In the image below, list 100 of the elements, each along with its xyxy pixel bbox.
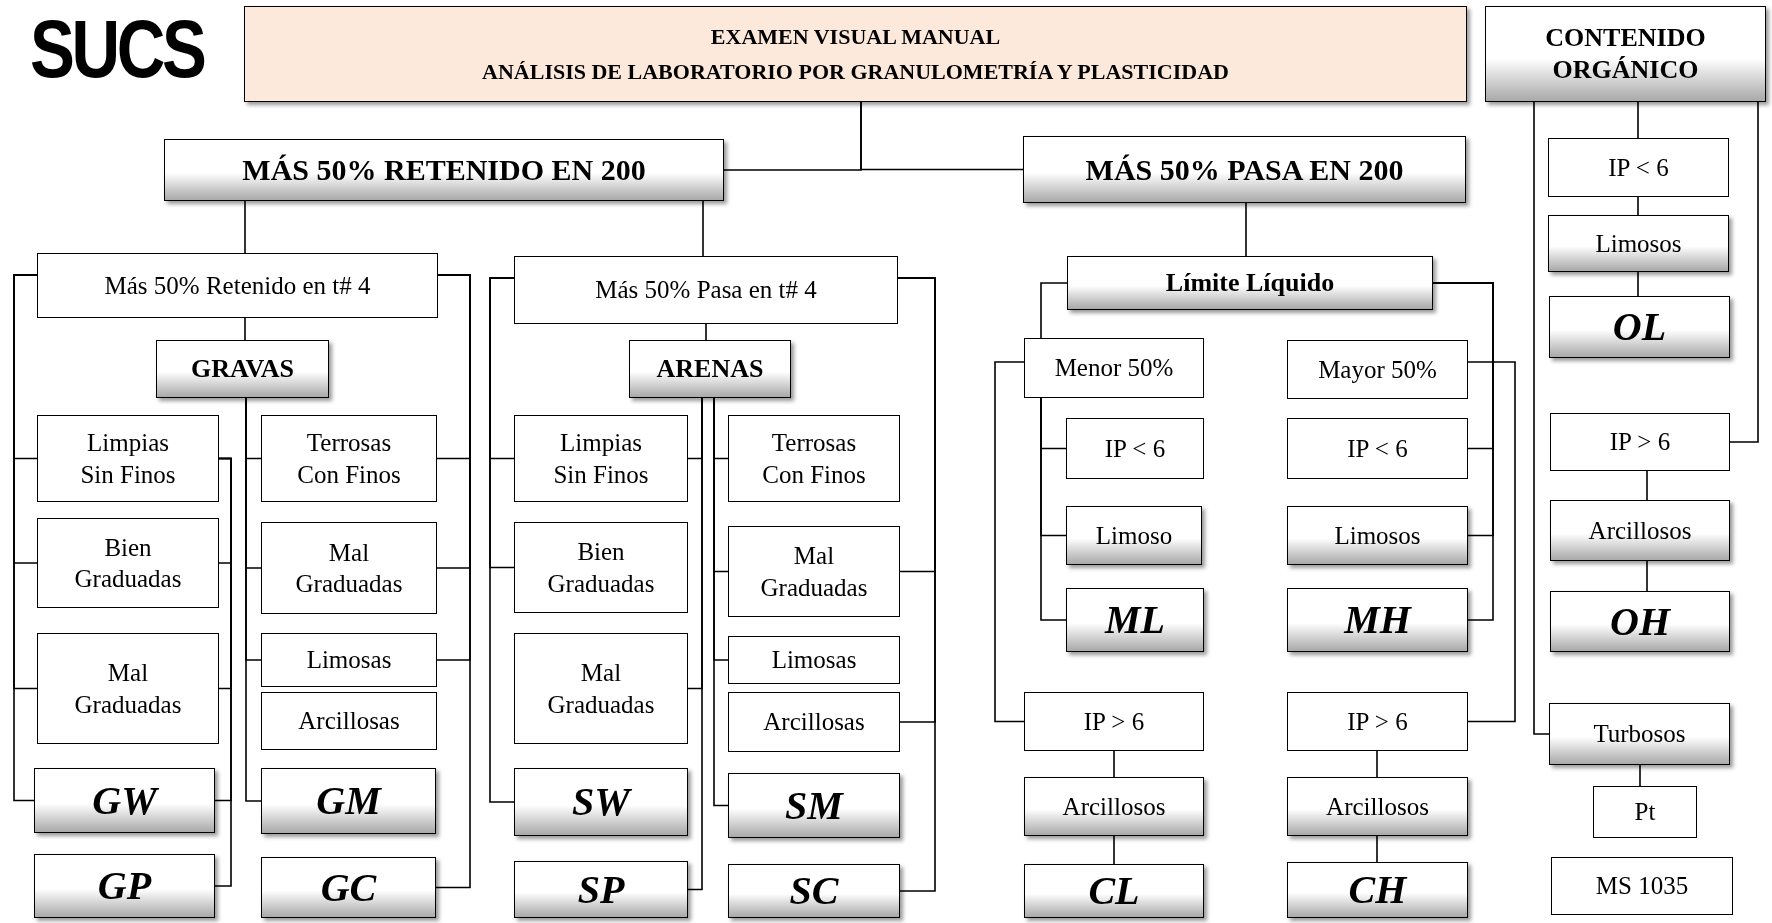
category-box	[1550, 500, 1730, 561]
criteria-box	[514, 633, 688, 744]
criteria-box	[514, 256, 898, 324]
soil-code-box	[1549, 296, 1730, 358]
box-text: SW	[572, 778, 630, 826]
connector-line	[897, 277, 936, 892]
connector-line	[435, 274, 471, 889]
soil-code-box	[514, 861, 688, 918]
criteria-box	[1550, 413, 1730, 471]
category-box	[1067, 256, 1433, 310]
connector-line	[1040, 282, 1068, 339]
criteria-box	[1024, 692, 1204, 751]
box-text: CONTENIDO ORGÁNICO	[1544, 21, 1707, 86]
criteria-box	[37, 633, 219, 744]
criteria-box	[1024, 338, 1204, 398]
criteria-box	[1287, 340, 1468, 399]
connector-line	[1467, 361, 1516, 723]
box-text: GRAVAS	[190, 352, 295, 385]
soil-code-box	[1287, 862, 1468, 918]
box-text: CH	[1348, 866, 1407, 914]
connector-line	[1432, 282, 1494, 621]
criteria-box	[261, 415, 437, 502]
box-text: Mal Graduadas	[73, 658, 183, 720]
connector-line	[1040, 397, 1067, 621]
criteria-box	[514, 522, 688, 613]
criteria-box	[37, 253, 438, 318]
soil-code-box	[261, 768, 436, 834]
connector-line	[1729, 101, 1759, 443]
box-text: GP	[97, 862, 152, 910]
box-text: Arcillosas	[298, 706, 400, 737]
connector-line	[687, 397, 703, 891]
criteria-box	[1551, 857, 1733, 915]
category-box	[629, 340, 791, 398]
category-box	[1485, 6, 1766, 102]
criteria-box	[728, 692, 900, 752]
connector-line	[214, 457, 232, 887]
connector-line	[860, 101, 1024, 171]
box-text: Más 50% Retenido en t# 4	[104, 270, 371, 301]
soil-code-box	[728, 773, 900, 838]
box-text: MÁS 50% RETENIDO EN 200	[242, 152, 646, 189]
connector-line	[489, 277, 515, 803]
box-text: Menor 50%	[1054, 353, 1174, 384]
category-box	[1548, 215, 1729, 272]
criteria-box	[1287, 692, 1468, 751]
box-text: Limoso	[1095, 520, 1173, 551]
box-text: Mal Graduadas	[759, 541, 869, 603]
box-text: GM	[316, 777, 381, 825]
box-text: MH	[1344, 596, 1411, 644]
category-box	[1287, 506, 1468, 565]
box-text: Limosas	[306, 645, 392, 676]
box-text: Mal Graduadas	[294, 537, 404, 599]
criteria-box	[514, 415, 688, 502]
box-text: IP < 6	[1608, 152, 1669, 183]
box-text: Limosos	[1595, 228, 1682, 259]
box-text: ML	[1105, 596, 1165, 644]
criteria-box	[261, 522, 437, 614]
box-text: GC	[320, 863, 377, 912]
box-text: Arcillosos	[1062, 791, 1166, 822]
box-text: IP > 6	[1609, 427, 1671, 458]
box-text: EXAMEN VISUAL MANUAL	[710, 22, 1001, 50]
box-text: IP < 6	[1347, 433, 1408, 464]
box-text: Limosas	[771, 645, 857, 676]
connector-line	[1646, 470, 1648, 501]
box-text: Límite Líquido	[1165, 266, 1335, 299]
box-text: Arcillosas	[763, 707, 865, 738]
connector-line	[244, 317, 246, 341]
box-text: Pt	[1634, 797, 1656, 828]
category-box	[1549, 703, 1730, 765]
criteria-box	[261, 692, 437, 750]
box-text: IP > 6	[1347, 706, 1408, 737]
box-text: ARENAS	[656, 352, 764, 385]
criteria-box	[1287, 418, 1468, 479]
connector-line	[705, 323, 707, 341]
criteria-box	[37, 415, 219, 502]
box-text: Limpias Sin Finos	[552, 428, 650, 490]
criteria-box	[261, 633, 437, 687]
criteria-box	[1548, 138, 1729, 197]
connector-line	[1637, 101, 1639, 139]
connector-line	[1376, 750, 1378, 778]
criteria-box	[37, 518, 219, 608]
box-text: Limpias Sin Finos	[79, 428, 177, 490]
category-box	[1024, 777, 1204, 836]
soil-code-box	[1066, 588, 1204, 652]
box-text: OH	[1610, 597, 1670, 646]
soil-code-box	[728, 864, 900, 918]
connector-line	[994, 361, 1025, 723]
connector-line	[1113, 750, 1115, 778]
box-text: MS 1035	[1595, 871, 1689, 902]
soil-code-box	[514, 768, 688, 836]
soil-code-box	[1024, 864, 1204, 918]
connector-line	[1245, 202, 1247, 257]
connector-line	[1376, 835, 1378, 863]
category-box	[1066, 506, 1202, 565]
category-box	[156, 340, 329, 398]
box-text: SC	[789, 867, 839, 915]
criteria-box	[1066, 418, 1204, 479]
connector-line	[1637, 271, 1639, 297]
box-text: Más 50% Pasa en t# 4	[595, 275, 817, 306]
soil-code-box	[34, 768, 215, 833]
category-box	[1023, 136, 1466, 203]
